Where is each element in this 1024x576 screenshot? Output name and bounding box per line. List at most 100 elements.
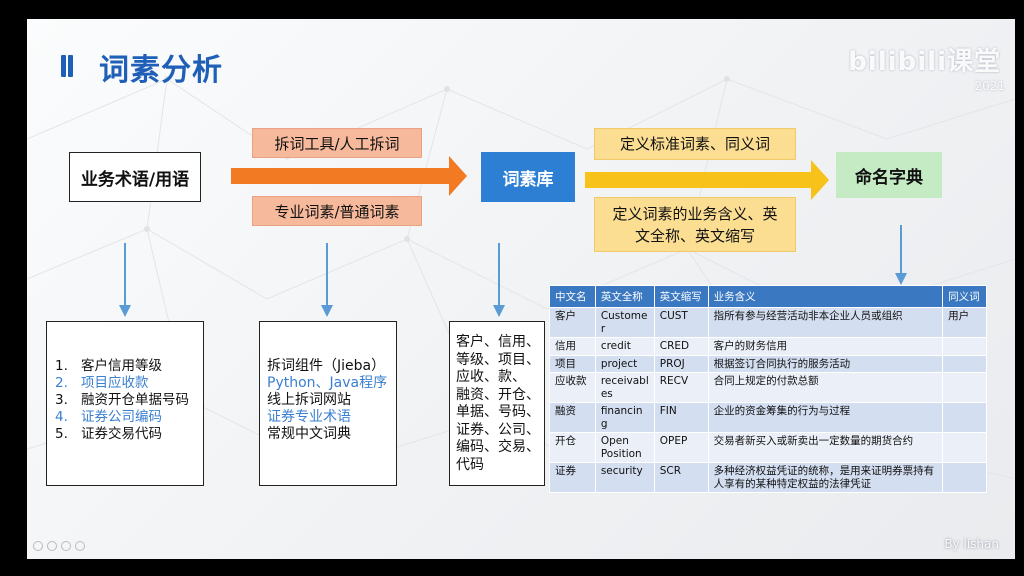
table-cell: Custome r xyxy=(594,307,655,338)
naming-dictionary-box: 命名字典 xyxy=(836,152,942,198)
tools-list-item: 证券专业术语 xyxy=(267,409,351,425)
terms-list-text: 客户信用等级 xyxy=(81,358,162,374)
table-cell xyxy=(942,337,987,356)
table-cell: 开仓 xyxy=(549,432,596,463)
morpheme-type-box: 专业词素/普通词素 xyxy=(252,196,422,226)
terms-list-text: 项目应收款 xyxy=(81,375,149,391)
table-cell: financin g xyxy=(594,402,655,433)
slide: 词素分析 bilibili课堂 2021 业务术语/用语 拆词工具/人工拆词 专… xyxy=(27,19,1015,559)
table-cell: 证券 xyxy=(549,462,596,493)
next-icon[interactable] xyxy=(75,541,85,551)
terms-list-item: 5.证券交易代码 xyxy=(55,426,189,443)
table-cell: OPEP xyxy=(653,432,709,463)
morpheme-line: 证券、公司、 xyxy=(456,421,540,438)
table-cell: Open Position xyxy=(594,432,655,463)
table-cell: 交易者新买入或新卖出一定数量的期货合约 xyxy=(707,432,944,463)
prev-icon[interactable] xyxy=(33,541,43,551)
table-header-cell: 英文全称 xyxy=(594,285,655,308)
terms-list-number: 4. xyxy=(55,409,68,425)
terms-list-text: 证券交易代码 xyxy=(81,426,162,442)
tools-list-item: 线上拆词网站 xyxy=(267,392,351,408)
table-cell: 多种经济权益凭证的统称，是用来证明券票持有人享有的某种特定权益的法律凭证 xyxy=(707,462,944,493)
tools-list-box: 拆词组件（Jieba）Python、Java程序线上拆词网站证券专业术语常规中文… xyxy=(259,321,397,486)
morpheme-line: 融资、开仓、 xyxy=(456,386,540,403)
table-cell: 根据签订合同执行的服务活动 xyxy=(707,354,944,373)
terms-list-number: 2. xyxy=(55,375,68,391)
split-tool-box: 拆词工具/人工拆词 xyxy=(252,128,422,158)
table-cell: SCR xyxy=(653,462,709,493)
terms-list-item: 2. 项目应收款 xyxy=(55,375,189,392)
table-cell: 企业的资金筹集的行为与过程 xyxy=(707,402,944,433)
terms-list-item: 1. 客户信用等级 xyxy=(55,358,189,375)
table-cell: CUST xyxy=(653,307,709,338)
table-cell xyxy=(942,354,987,373)
table-cell: 信用 xyxy=(549,337,596,356)
table-cell: 客户的财务信用 xyxy=(707,337,944,356)
tools-list-item: 拆词组件（Jieba） xyxy=(267,358,386,374)
table-cell xyxy=(942,402,987,433)
morpheme-library-box: 词素库 xyxy=(481,152,575,202)
terms-list-number: 3. xyxy=(55,392,68,408)
table-cell: 项目 xyxy=(549,354,596,373)
table-cell xyxy=(942,372,987,403)
title-accent-bars xyxy=(61,55,73,77)
morpheme-line: 客户、信用、 xyxy=(456,334,540,350)
terms-list-number: 1. xyxy=(55,358,68,374)
morpheme-line: 单据、号码、 xyxy=(456,404,540,420)
table-cell: 客户 xyxy=(549,307,596,338)
zoom-icon[interactable] xyxy=(61,541,71,551)
bilibili-logo: bilibili课堂 xyxy=(848,47,1001,77)
table-cell: 应收款 xyxy=(549,372,596,403)
play-icon[interactable] xyxy=(47,541,57,551)
morpheme-line: 编码、交易、 xyxy=(456,439,540,455)
table-header-cell: 中文名 xyxy=(549,285,596,308)
define-meaning-box: 定义词素的业务含义、英文全称、英文缩写 xyxy=(594,197,796,252)
table-header-cell: 英文缩写 xyxy=(653,285,709,308)
business-terms-label: 业务术语/用语 xyxy=(80,169,190,190)
morpheme-line: 代码 xyxy=(456,456,484,473)
table-cell: security xyxy=(594,462,655,493)
table-cell: PROJ xyxy=(653,354,709,373)
table-cell xyxy=(942,462,987,493)
terms-list-text: 融资开仓单据号码 xyxy=(81,392,189,408)
table-cell: 融资 xyxy=(549,402,596,433)
morpheme-line: 等级、项目、 xyxy=(456,351,540,368)
table-cell: CRED xyxy=(653,337,709,356)
table-cell: RECV xyxy=(653,372,709,403)
table-cell: credit xyxy=(594,337,655,356)
tools-list-item: Python、Java程序 xyxy=(267,375,388,391)
table-cell: 用户 xyxy=(942,307,987,338)
table-header-cell: 同义词 xyxy=(942,285,987,308)
table-cell: 合同上规定的付款总额 xyxy=(707,372,944,403)
player-controls xyxy=(33,541,85,551)
tools-list: 拆词组件（Jieba）Python、Java程序线上拆词网站证券专业术语常规中文… xyxy=(267,358,387,443)
define-standard-box: 定义标准词素、同义词 xyxy=(594,128,796,160)
terms-list-text: 证券公司编码 xyxy=(81,409,162,425)
business-terms-box: 业务术语/用语 xyxy=(69,152,201,202)
table-cell: receivabl es xyxy=(594,372,655,403)
table-cell: project xyxy=(594,354,655,373)
table-cell: FIN xyxy=(653,402,709,433)
morpheme-line: 应收、款、 xyxy=(456,369,526,385)
tools-list-item: 常规中文词典 xyxy=(267,426,351,442)
table-header-cell: 业务含义 xyxy=(707,285,944,308)
page-title: 词素分析 xyxy=(99,53,223,88)
morphemes-list: 客户、信用、等级、项目、应收、款、融资、开仓、单据、号码、证券、公司、编码、交易… xyxy=(456,334,540,474)
logo-year: 2021 xyxy=(974,79,1005,93)
terms-list-item: 4. 证券公司编码 xyxy=(55,409,189,426)
table-cell xyxy=(942,432,987,463)
author-watermark: By lishan xyxy=(944,537,999,551)
morphemes-box: 客户、信用、等级、项目、应收、款、融资、开仓、单据、号码、证券、公司、编码、交易… xyxy=(449,321,545,486)
table-cell: 指所有参与经营活动非本企业人员或组织 xyxy=(707,307,944,338)
terms-list-item: 3. 融资开仓单据号码 xyxy=(55,392,189,409)
